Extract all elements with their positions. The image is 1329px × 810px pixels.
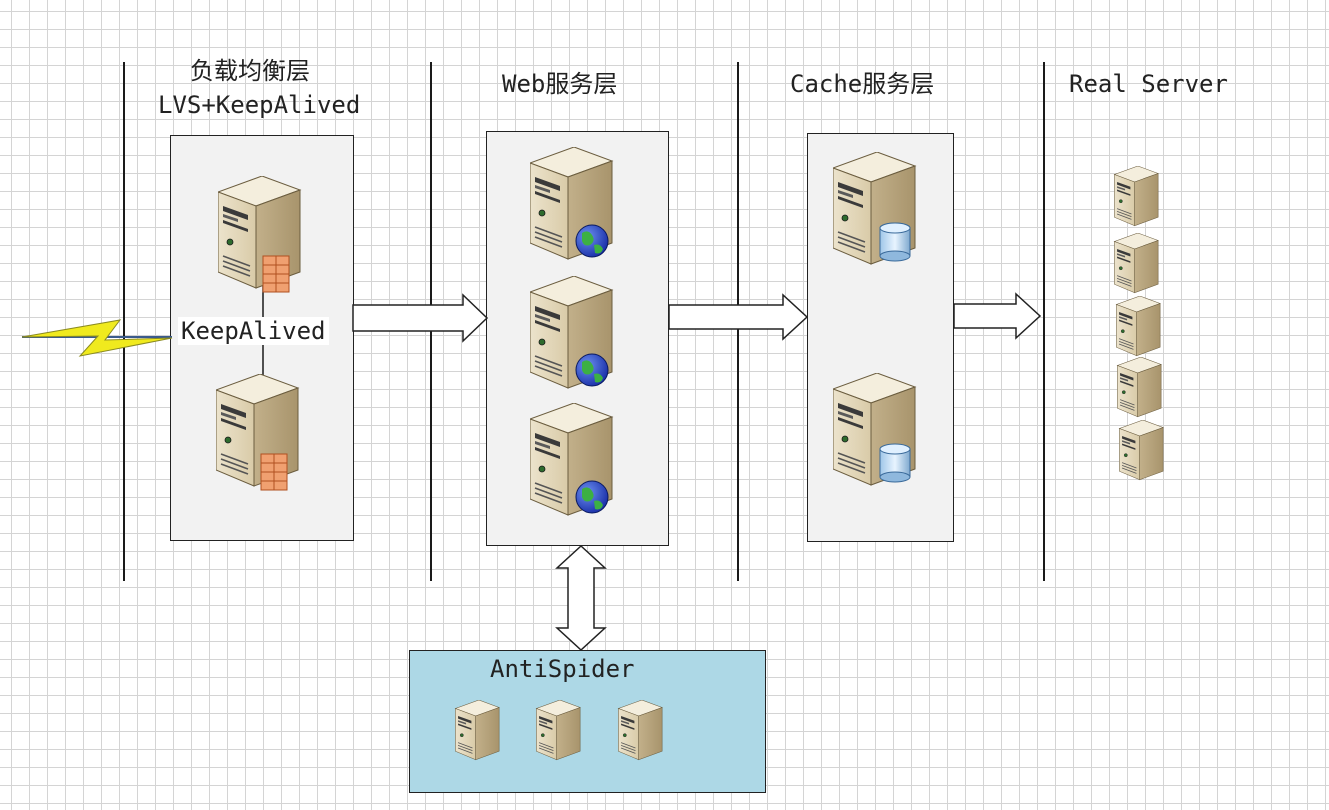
- server-icon: [618, 700, 663, 761]
- server-icon: [1119, 420, 1164, 481]
- server-globe-icon: [530, 276, 613, 389]
- arrow-to-web: [352, 293, 489, 343]
- real-server-layer-title: Real Server: [1069, 70, 1228, 98]
- arrow-to-real-server: [953, 292, 1042, 340]
- load-balance-layer-subtitle: LVS+KeepAlived: [158, 91, 361, 119]
- server-icon: [1116, 296, 1161, 357]
- separator-line: [123, 62, 125, 581]
- separator-line: [1043, 62, 1045, 581]
- server-icon: [1114, 166, 1159, 227]
- server-globe-icon: [530, 403, 613, 516]
- server-database-icon: [833, 373, 916, 486]
- server-icon: [1117, 357, 1162, 418]
- arrow-to-cache: [668, 293, 809, 341]
- arrow-web-antispider: [555, 544, 607, 652]
- cache-layer-title: Cache服务层: [790, 70, 935, 98]
- load-balance-layer-title: 负载均衡层: [190, 57, 310, 85]
- antispider-title: AntiSpider: [490, 655, 635, 683]
- server-firewall-icon: [216, 374, 299, 491]
- server-firewall-icon: [218, 176, 301, 293]
- web-layer-title: Web服务层: [502, 70, 618, 98]
- server-icon: [1114, 233, 1159, 294]
- keepalived-label: KeepAlived: [178, 317, 329, 345]
- server-database-icon: [833, 152, 916, 265]
- server-globe-icon: [530, 147, 613, 260]
- lightning-icon: [21, 319, 173, 357]
- server-icon: [536, 700, 581, 761]
- server-icon: [454, 700, 500, 761]
